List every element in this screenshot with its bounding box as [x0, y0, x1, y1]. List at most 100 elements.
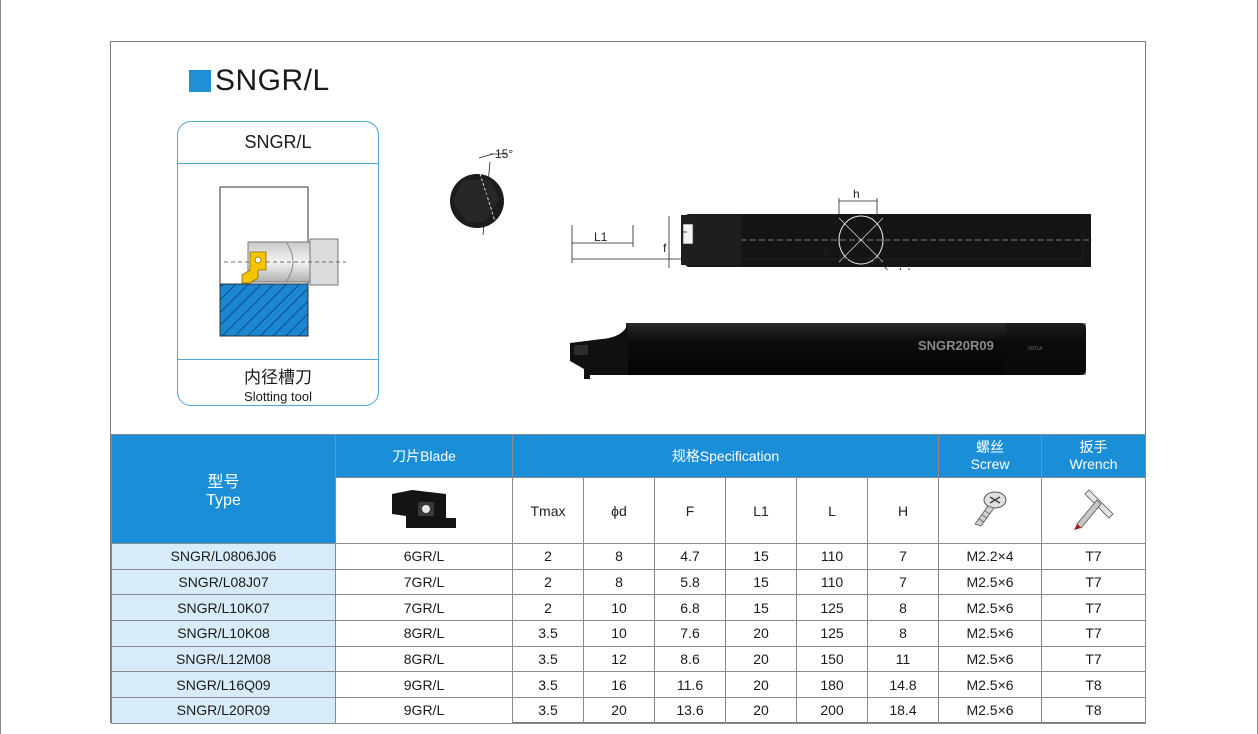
cell-l: 125	[796, 594, 868, 622]
cell-h: 7	[866, 543, 940, 570]
cell-blade: 9GR/L	[335, 671, 513, 699]
cell-type: SNGR/L16Q09	[111, 671, 336, 699]
cell-l: 180	[796, 671, 868, 699]
cell-screw: M2.5×6	[938, 568, 1043, 596]
cell-wrench: T7	[1041, 568, 1147, 596]
cell-tmax: 3.5	[512, 671, 584, 699]
cell-l1: 15	[725, 568, 797, 596]
cell-phid: 20	[583, 697, 655, 724]
cell-wrench: T7	[1041, 543, 1147, 570]
type-header-en: Type	[206, 492, 241, 509]
cell-blade: 9GR/L	[335, 697, 513, 724]
dimension-drawing: 15° f h ϕd	[441, 140, 1193, 281]
cell-tmax: 3.5	[512, 620, 584, 647]
wrench-header: 扳手 Wrench	[1041, 434, 1147, 478]
cell-phid: 12	[583, 645, 655, 673]
table-row: SNGR/L12M08 8GR/L 3.5 12 8.6 20 150 11 M…	[111, 645, 1147, 673]
cell-phid: 8	[583, 568, 655, 596]
cell-phid: 10	[583, 594, 655, 622]
type-header: 型号 Type	[111, 434, 336, 544]
cell-blade: 7GR/L	[335, 568, 513, 596]
spec-col-l: L	[796, 477, 868, 544]
cell-tmax: 2	[512, 543, 584, 570]
cell-tmax: 3.5	[512, 645, 584, 673]
table-row: SNGR/L08J07 7GR/L 2 8 5.8 15 110 7 M2.5×…	[111, 568, 1147, 596]
angle-label: 15°	[495, 147, 513, 161]
l-label: L	[824, 245, 831, 259]
cell-type: SNGR/L0806J06	[111, 543, 336, 570]
page-title: SNGR/L	[189, 64, 330, 98]
phi-d-label: ϕd	[897, 266, 910, 270]
screw-header-en: Screw	[970, 456, 1010, 472]
table-row: SNGR/L10K07 7GR/L 2 10 6.8 15 125 8 M2.5…	[111, 594, 1147, 622]
cell-wrench: T7	[1041, 645, 1147, 673]
cell-l1: 15	[725, 594, 797, 622]
tool-name-en: Slotting tool	[244, 389, 312, 404]
cell-screw: M2.5×6	[938, 645, 1043, 673]
h-label: h	[853, 187, 860, 201]
cell-h: 14.8	[866, 671, 940, 699]
table-row: SNGR/L20R09 9GR/L 3.5 20 13.6 20 200 18.…	[111, 697, 1147, 724]
cell-l1: 20	[725, 645, 797, 673]
cell-tmax: 2	[512, 568, 584, 596]
cell-wrench: T8	[1041, 697, 1147, 724]
type-header-zh: 型号	[207, 474, 240, 491]
catalog-panel: SNGR/L SNGR/L	[110, 41, 1193, 724]
slotting-schematic	[178, 163, 378, 359]
cell-l: 125	[796, 620, 868, 647]
spec-col-f: F	[654, 477, 726, 544]
wrench-image-cell	[1041, 477, 1147, 544]
spec-col-h: H	[866, 477, 940, 544]
cell-wrench: T8	[1041, 671, 1147, 699]
cell-phid: 10	[583, 620, 655, 647]
table-row: SNGR/L0806J06 6GR/L 2 8 4.7 15 110 7 M2.…	[111, 543, 1147, 570]
cell-phid: 16	[583, 671, 655, 699]
screw-header-zh: 螺丝	[976, 439, 1005, 455]
blade-image-cell	[335, 477, 513, 544]
screw-image-cell	[938, 477, 1043, 544]
cell-type: SNGR/L10K08	[111, 620, 336, 647]
spec-header: 规格Specification	[511, 434, 940, 478]
cell-wrench: T7	[1041, 620, 1147, 647]
table-row: SNGR/L10K08 8GR/L 3.5 10 7.6 20 125 8 M2…	[111, 620, 1147, 647]
tool-name-zh: 内径槽刀	[244, 368, 312, 388]
wrench-header-en: Wrench	[1069, 456, 1118, 472]
cell-h: 7	[866, 568, 940, 596]
cell-h: 8	[866, 620, 940, 647]
side-view: f h ϕd	[663, 187, 1193, 281]
cell-l: 150	[796, 645, 868, 673]
cell-screw: M2.2×4	[938, 543, 1043, 570]
cell-f: 7.6	[654, 620, 726, 647]
wrench-header-zh: 扳手	[1079, 439, 1108, 455]
cell-h: 11	[866, 645, 940, 673]
title-text: SNGR/L	[215, 64, 330, 97]
spec-table: 型号 Type 刀片Blade 规格Specification 螺丝 Screw…	[111, 434, 1147, 724]
length-dimensions: L1 L	[571, 225, 1084, 263]
product-card: SNGR/L	[177, 121, 379, 406]
photo-marking: SNGR20R09	[918, 338, 994, 353]
cell-l1: 20	[725, 620, 797, 647]
cell-screw: M2.5×6	[938, 620, 1043, 647]
photo-small-mark: 0001A	[1028, 346, 1043, 352]
f-label: f	[663, 241, 667, 255]
cell-tmax: 3.5	[512, 697, 584, 724]
spec-col-tmax: Tmax	[512, 477, 584, 544]
wrench-icon	[1073, 489, 1114, 530]
cell-screw: M2.5×6	[938, 594, 1043, 622]
cell-l1: 15	[725, 543, 797, 570]
card-header: SNGR/L	[178, 122, 378, 164]
cell-l: 200	[796, 697, 868, 724]
cell-blade: 7GR/L	[335, 594, 513, 622]
l1-label: L1	[594, 230, 608, 244]
cell-f: 8.6	[654, 645, 726, 673]
cell-f: 13.6	[654, 697, 726, 724]
page-border-left	[0, 0, 1, 734]
cell-type: SNGR/L08J07	[111, 568, 336, 596]
cell-wrench: T7	[1041, 594, 1147, 622]
cell-blade: 6GR/L	[335, 543, 513, 570]
cell-blade: 8GR/L	[335, 620, 513, 647]
cell-screw: M2.5×6	[938, 697, 1043, 724]
title-square-icon	[189, 70, 211, 92]
table-row: SNGR/L16Q09 9GR/L 3.5 16 11.6 20 180 14.…	[111, 671, 1147, 699]
end-view: 15°	[450, 147, 513, 236]
